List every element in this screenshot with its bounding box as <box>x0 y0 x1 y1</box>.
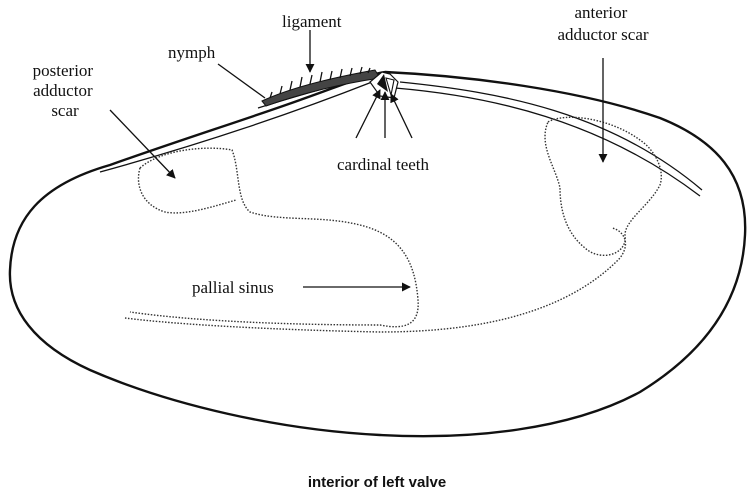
label-pallial-sinus: pallial sinus <box>192 278 274 297</box>
label-nymph: nymph <box>168 43 216 62</box>
posterior-adductor-scar-edge <box>138 168 236 213</box>
hinge-line-anterior <box>395 88 700 196</box>
label-ligament: ligament <box>282 12 342 31</box>
shell-outline <box>10 72 745 436</box>
cardinal-teeth-arrow-3 <box>391 94 412 138</box>
label-anterior-adductor-scar: anterior adductor scar <box>557 3 648 44</box>
figure-caption: interior of left valve <box>308 474 446 491</box>
posterior-adductor-scar-outline <box>130 148 418 327</box>
hinge-line-anterior-2 <box>400 82 702 190</box>
ligament-shape <box>262 67 380 106</box>
hinge-line-posterior <box>100 82 372 172</box>
nymph-leader <box>218 64 265 98</box>
cardinal-teeth-arrow-1 <box>356 90 380 138</box>
label-cardinal-teeth: cardinal teeth <box>337 155 430 174</box>
posterior-scar-arrow <box>110 110 175 178</box>
label-posterior-adductor-scar: posterior adductor scar <box>33 61 98 120</box>
